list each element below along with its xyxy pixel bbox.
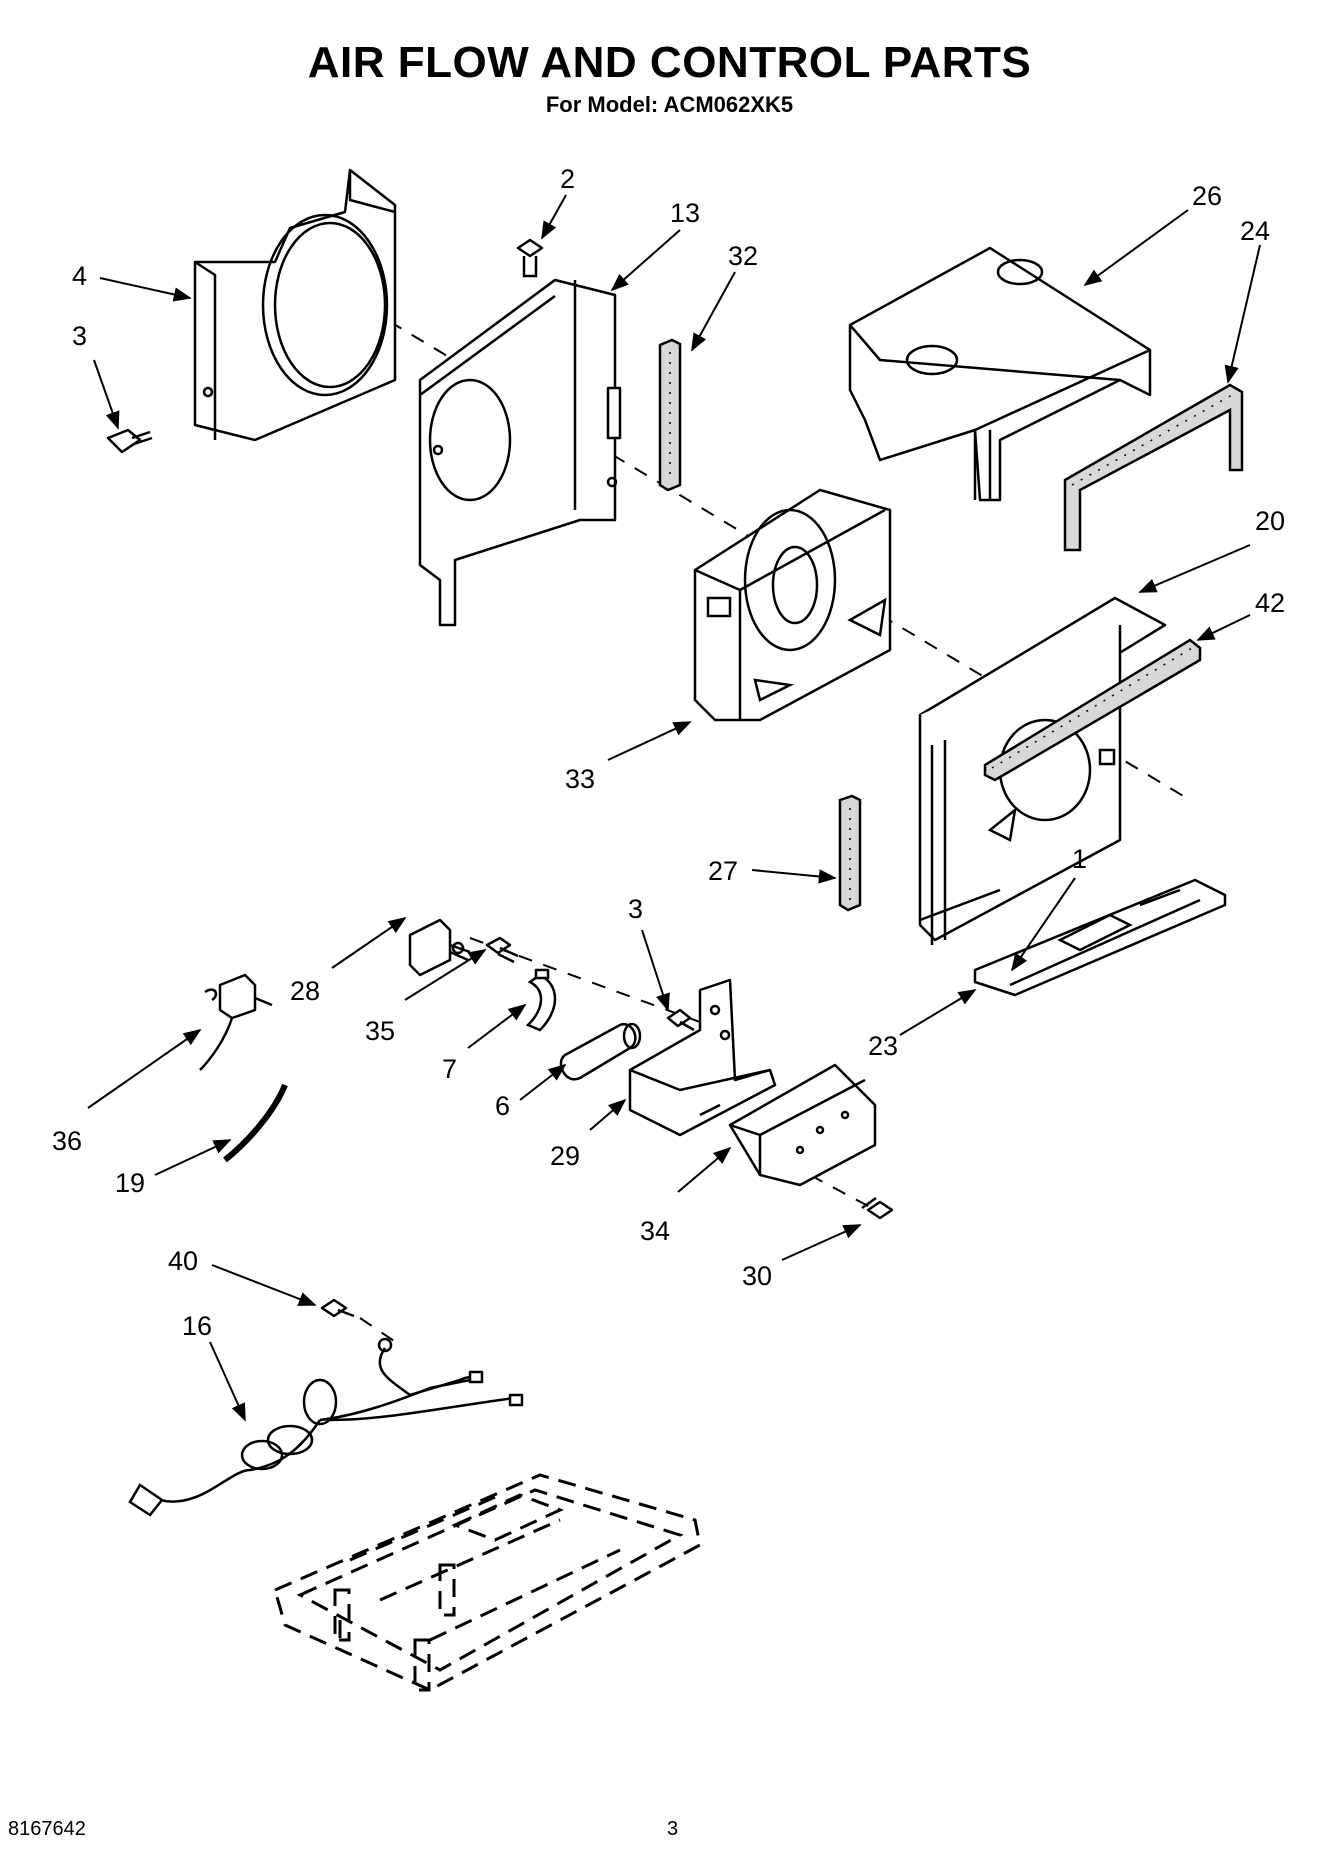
part-4-shroud xyxy=(193,168,397,442)
part-23-base-tray xyxy=(973,878,1227,997)
callout-32: 32 xyxy=(728,241,758,271)
callout-42: 42 xyxy=(1255,588,1285,618)
part-19-tube xyxy=(223,1083,288,1163)
callout-3-upper: 3 xyxy=(72,321,87,351)
callout-28: 28 xyxy=(290,976,320,1006)
part-3-screw xyxy=(106,428,153,454)
document-number: 8167642 xyxy=(8,1818,86,1840)
part-34-control-cover xyxy=(728,1063,877,1187)
callout-26: 26 xyxy=(1192,181,1222,211)
part-40-screw xyxy=(320,1298,355,1318)
part-2-screw xyxy=(516,238,544,278)
part-7-clamp xyxy=(525,968,557,1032)
callout-34: 34 xyxy=(640,1216,670,1246)
part-28-switch xyxy=(408,918,471,977)
callout-33: 33 xyxy=(565,764,595,794)
callout-20: 20 xyxy=(1255,506,1285,536)
part-30-screw xyxy=(861,1196,894,1220)
callout-40: 40 xyxy=(168,1246,198,1276)
callout-2: 2 xyxy=(560,164,575,194)
part-20-partition xyxy=(918,596,1167,945)
part-26-cover xyxy=(848,246,1152,502)
callout-30: 30 xyxy=(742,1261,772,1291)
part-32-foam-strip xyxy=(658,338,682,492)
page-number: 3 xyxy=(667,1818,679,1840)
callout-24: 24 xyxy=(1240,216,1270,246)
callout-4: 4 xyxy=(72,261,87,291)
callout-13: 13 xyxy=(670,198,700,228)
callout-23: 23 xyxy=(868,1031,898,1061)
callout-1: 1 xyxy=(1072,844,1087,874)
callout-3-center: 3 xyxy=(628,894,643,924)
callout-35: 35 xyxy=(365,1016,395,1046)
part-29-bracket xyxy=(628,978,777,1137)
part-3-screw-center xyxy=(666,1008,695,1032)
part-6-capacitor xyxy=(559,1022,642,1081)
callout-labels: 2 13 32 26 24 4 3 20 42 33 1 27 3 28 35 … xyxy=(52,164,1285,1341)
callout-27: 27 xyxy=(708,856,738,886)
model-subtitle: For Model: ACM062XK5 xyxy=(545,92,794,117)
callout-7: 7 xyxy=(442,1054,457,1084)
callout-19: 19 xyxy=(115,1168,145,1198)
part-16-power-cord xyxy=(128,1337,524,1517)
part-33-scroll-housing xyxy=(693,488,892,722)
part-27-foam-strip xyxy=(838,794,862,912)
phantom-base-pan xyxy=(273,1473,702,1692)
part-24-gasket xyxy=(1063,383,1244,552)
callout-36: 36 xyxy=(52,1126,82,1156)
part-35-screw xyxy=(485,936,519,964)
callout-29: 29 xyxy=(550,1141,580,1171)
part-36-thermostat xyxy=(199,973,273,1071)
part-13-housing-panel xyxy=(418,278,622,627)
callout-6: 6 xyxy=(495,1091,510,1121)
part-42-strip xyxy=(983,638,1202,782)
callout-16: 16 xyxy=(182,1311,212,1341)
page-title: AIR FLOW AND CONTROL PARTS xyxy=(307,38,1032,87)
leader-lines xyxy=(87,194,1261,1422)
